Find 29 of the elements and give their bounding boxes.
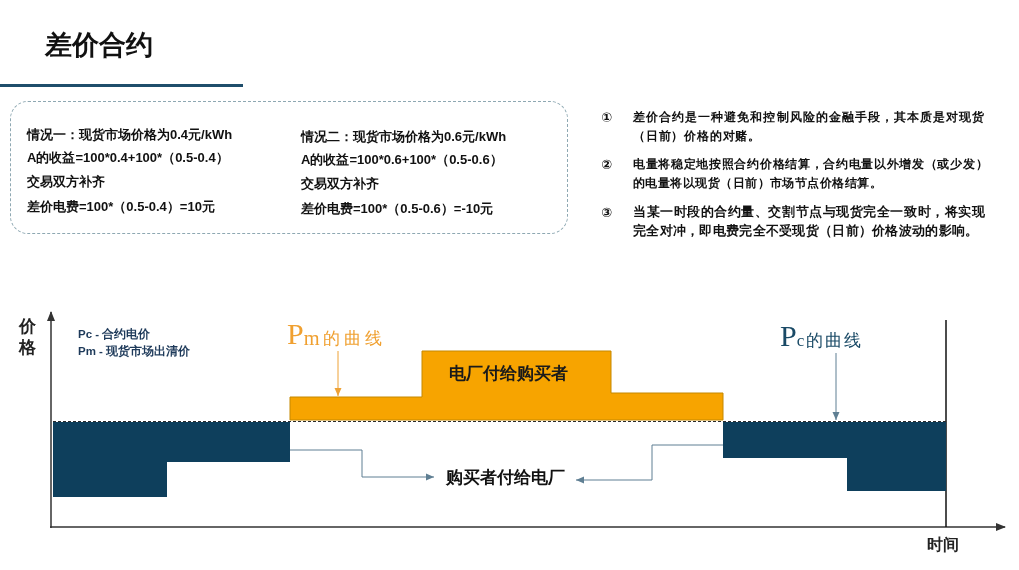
- key-text: Pm - 现货市场出清价: [78, 344, 191, 359]
- arrow: [832, 352, 840, 421]
- case-line: A的收益=100*0.6+100*（0.5-0.6）: [301, 151, 503, 169]
- case-line: 交易双方补齐: [301, 175, 379, 193]
- list-number: ①: [601, 109, 612, 127]
- step-area: [53, 422, 290, 497]
- case-line: 交易双方补齐: [27, 173, 105, 191]
- axis-label: 时间: [927, 535, 959, 555]
- area-label: 电厂付给购买者: [448, 363, 568, 385]
- note-text: 差价合约是一种避免和控制风险的金融手段，其本质是对现货（日前）价格的对赌。: [633, 109, 985, 145]
- list-number: ③: [601, 204, 612, 222]
- arrow: [289, 449, 435, 481]
- info-panel: [10, 101, 568, 234]
- case-line: 情况一：现货市场价格为0.4元/kWh: [27, 126, 233, 144]
- case-line: 差价电费=100*（0.5-0.4）=10元: [27, 198, 215, 216]
- key-text: Pc - 合约电价: [78, 327, 151, 342]
- case-line: 差价电费=100*（0.5-0.6）=-10元: [301, 200, 494, 218]
- flow-label: 购买者付给电厂: [434, 466, 576, 490]
- step-area: [723, 422, 946, 491]
- case-line: 情况二：现货市场价格为0.6元/kWh: [301, 128, 507, 146]
- curve-label: Pc的曲线: [780, 319, 876, 353]
- axis-label: 价格: [19, 316, 37, 358]
- arrow: [575, 444, 724, 484]
- case-line: A的收益=100*0.4+100*（0.5-0.4）: [27, 149, 229, 167]
- list-number: ②: [601, 156, 612, 174]
- slide-title: 差价合约: [45, 29, 153, 62]
- note-text: 电量将稳定地按照合约价格结算，合约电量以外增发（或少发）的电量将以现货（日前）市场节点价格结算。: [633, 156, 988, 192]
- note-text: 当某一时段的合约量、交割节点与现货完全一致时，将实现完全对冲，即电费完全不受现货（日前）价格波动的影响。: [633, 203, 985, 240]
- step-area: [290, 351, 723, 420]
